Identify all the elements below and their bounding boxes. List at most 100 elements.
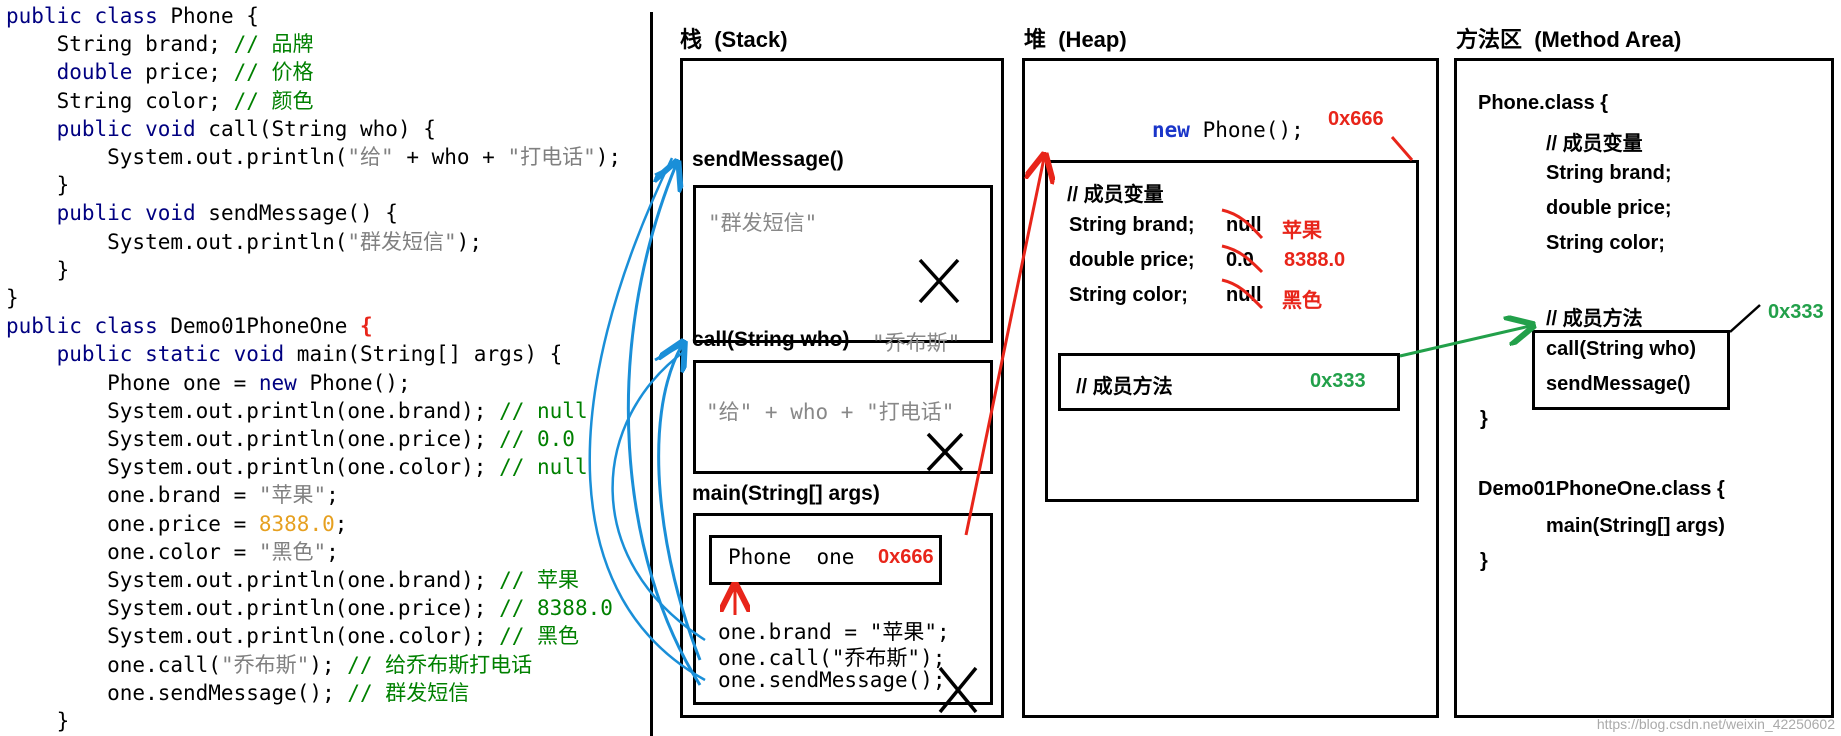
ma-methods-comment: // 成员方法 bbox=[1546, 308, 1643, 330]
code-token: // 苹果 bbox=[499, 568, 580, 592]
blue-arrow-long2 bbox=[611, 348, 706, 642]
code-token: // 8388.0 bbox=[499, 596, 613, 621]
code-token: ; bbox=[326, 539, 339, 564]
main-line-send: one.sendMessage(); bbox=[718, 668, 946, 692]
call-frame-arg: "乔布斯" bbox=[872, 331, 961, 355]
code-token: Phone one = bbox=[6, 370, 259, 395]
strike-brand bbox=[1221, 208, 1264, 240]
phone-object-box bbox=[1045, 160, 1419, 502]
ma-methods-box bbox=[1532, 330, 1730, 410]
code-token: "群发短信" bbox=[347, 229, 457, 254]
code-line: one.sendMessage(); // 群发短信 bbox=[6, 679, 469, 707]
code-token: one.price = bbox=[6, 511, 259, 536]
code-token: String color; bbox=[6, 88, 234, 113]
x-mark-main bbox=[938, 666, 978, 714]
code-token: public static void bbox=[6, 342, 297, 367]
code-token: "打电话" bbox=[507, 145, 596, 169]
code-token: new bbox=[258, 370, 310, 395]
send-message-frame-label: sendMessage() bbox=[692, 148, 844, 171]
code-line: String brand; // 品牌 bbox=[6, 30, 314, 58]
code-token: call(String who) { bbox=[208, 116, 436, 141]
code-line: public class Phone { bbox=[6, 2, 259, 30]
heap-title: 堆 (Heap) bbox=[1024, 27, 1127, 52]
code-token: System.out.println(one.price); bbox=[6, 596, 500, 621]
blue-arrow-call bbox=[659, 345, 702, 661]
ma-method-send: sendMessage() bbox=[1546, 373, 1691, 395]
strike-color bbox=[1221, 278, 1264, 310]
green-arrow-methods bbox=[1399, 326, 1530, 358]
method-area-box bbox=[1454, 58, 1834, 718]
heap-color-label: String color; bbox=[1069, 284, 1188, 306]
code-line: public static void main(String[] args) { bbox=[6, 340, 563, 368]
blue-arrow-code-call bbox=[654, 343, 683, 362]
code-token: ; bbox=[334, 511, 348, 536]
heap-new-phone: new Phone(); bbox=[1152, 118, 1304, 142]
code-line: System.out.println(one.brand); // null bbox=[6, 397, 588, 425]
code-line: Phone one = new Phone(); bbox=[6, 369, 411, 397]
code-token: Phone { bbox=[170, 4, 259, 28]
phone-one-addr: 0x666 bbox=[878, 546, 934, 568]
red-addr-tick bbox=[1390, 136, 1414, 161]
main-line-call: one.call("乔布斯"); bbox=[718, 646, 946, 670]
code-token: // null bbox=[499, 398, 588, 423]
code-token: Phone(); bbox=[309, 370, 411, 395]
code-token: + who + bbox=[393, 145, 508, 169]
phone-one-var-box bbox=[709, 535, 942, 585]
green-addr-tick bbox=[1729, 304, 1761, 333]
code-token: main(String[] args) { bbox=[296, 342, 563, 367]
code-token: // 0.0 bbox=[499, 427, 575, 451]
code-token: public class bbox=[6, 314, 171, 339]
code-token: public void bbox=[6, 116, 209, 141]
stack-box bbox=[680, 58, 1004, 718]
code-token: "苹果" bbox=[258, 483, 327, 508]
heap-methods-addr: 0x333 bbox=[1310, 370, 1366, 392]
code-line: System.out.println(one.color); // null bbox=[6, 453, 587, 481]
ma-method-call: call(String who) bbox=[1546, 338, 1696, 360]
code-token: 8388.0 bbox=[258, 511, 335, 536]
code-panel: public class Phone { String brand; // 品牌… bbox=[0, 0, 650, 736]
code-line: double price; // 价格 bbox=[6, 58, 314, 86]
send-message-frame bbox=[693, 185, 993, 343]
code-line: } bbox=[6, 256, 70, 284]
code-token: ; bbox=[326, 483, 339, 508]
panel-divider bbox=[650, 12, 653, 736]
code-token: double bbox=[6, 60, 146, 85]
code-token: System.out.println( bbox=[6, 145, 348, 169]
code-token: one.call( bbox=[6, 652, 221, 677]
code-token: ); bbox=[456, 229, 482, 254]
heap-price-old: 0.0 bbox=[1226, 249, 1254, 271]
code-token: // 群发短信 bbox=[347, 680, 470, 705]
code-line: public void sendMessage() { bbox=[6, 199, 398, 227]
code-token: // 价格 bbox=[233, 60, 314, 85]
code-token: System.out.println( bbox=[6, 229, 348, 254]
code-token: // 品牌 bbox=[233, 32, 314, 57]
ma-field-color: String color; bbox=[1546, 232, 1665, 254]
demo-class-close: } bbox=[1480, 550, 1488, 572]
x-mark-sendmessage bbox=[918, 258, 960, 304]
ma-fields-comment: // 成员变量 bbox=[1546, 133, 1643, 155]
code-token: ); bbox=[309, 652, 348, 677]
watermark: https://blog.csdn.net/weixin_42250602 bbox=[1596, 716, 1835, 732]
method-area-title: 方法区 (Method Area) bbox=[1456, 27, 1682, 52]
code-line: System.out.println(one.brand); // 苹果 bbox=[6, 566, 579, 594]
code-token: price; bbox=[145, 60, 234, 85]
ma-methods-addr: 0x333 bbox=[1768, 301, 1824, 323]
code-line: } bbox=[6, 284, 19, 312]
code-line: System.out.println(one.price); // 8388.0 bbox=[6, 594, 613, 622]
code-line: System.out.println("群发短信"); bbox=[6, 228, 482, 256]
code-token: sendMessage() { bbox=[208, 201, 398, 226]
call-frame-body: "给" + who + "打电话" bbox=[706, 396, 954, 426]
heap-brand-old: null bbox=[1226, 214, 1262, 236]
code-token: String brand; bbox=[6, 32, 234, 57]
code-line: public class Demo01PhoneOne { bbox=[6, 312, 373, 340]
send-message-body: "群发短信" bbox=[708, 211, 818, 235]
blue-arrow-sendmessage bbox=[626, 165, 702, 686]
code-token: } bbox=[6, 709, 70, 733]
heap-methods-comment: // 成员方法 bbox=[1076, 376, 1173, 398]
demo-class-header: Demo01PhoneOne.class { bbox=[1478, 478, 1725, 500]
code-token: System.out.println(one.price); bbox=[6, 427, 500, 451]
code-line: String color; // 颜色 bbox=[6, 87, 314, 115]
code-line: } bbox=[6, 171, 70, 199]
